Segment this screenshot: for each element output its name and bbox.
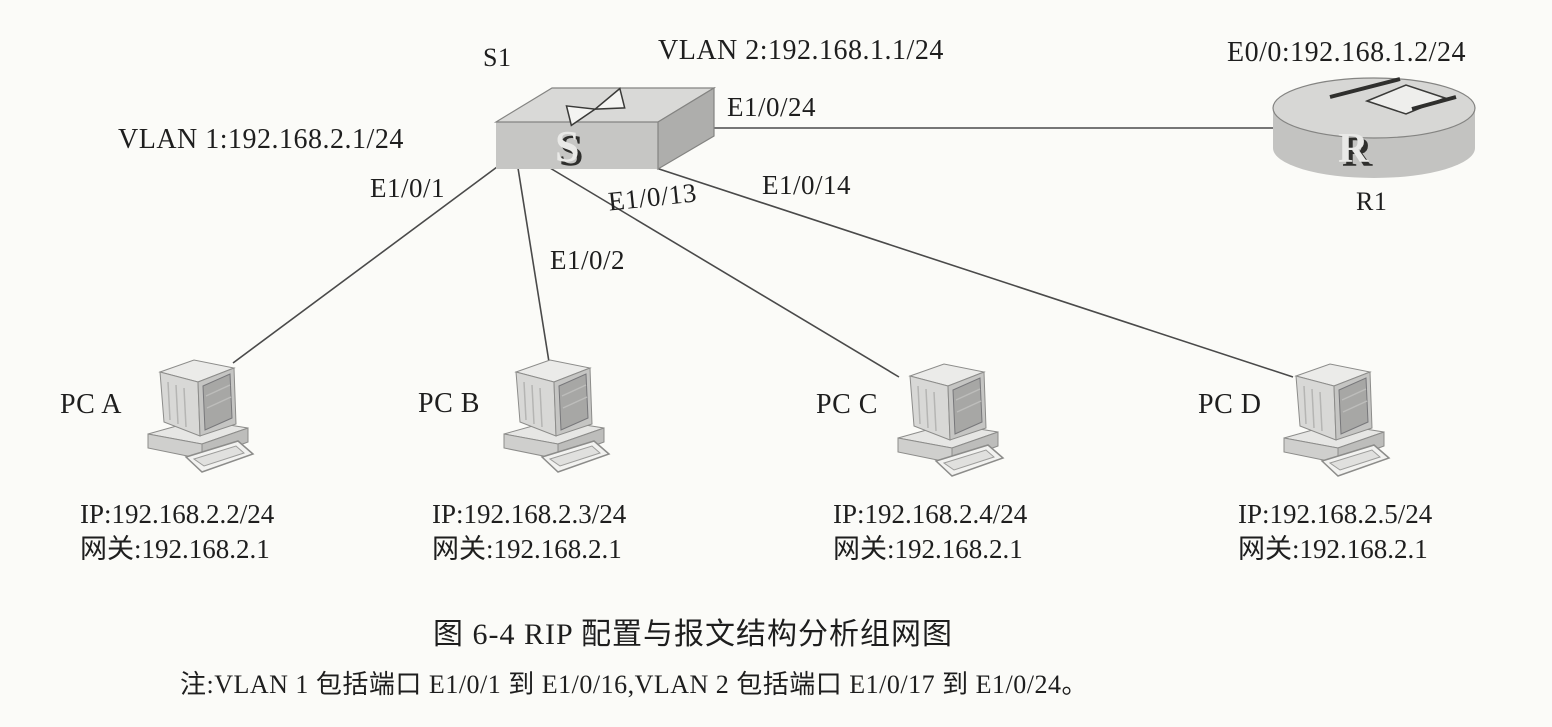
pc-b-name-label: PC B [418, 388, 480, 419]
pc-c-icon [897, 363, 1004, 477]
pc-d-name-label: PC D [1198, 389, 1262, 420]
pc-a-name-label: PC A [60, 389, 122, 420]
pc-a-address-block: IP:192.168.2.2/24 网关:192.168.2.1 [80, 497, 274, 567]
switch-logo-icon [565, 87, 626, 127]
port-label-e1-0-1: E1/0/1 [370, 173, 445, 203]
router-letter-shadow: R [1342, 130, 1373, 176]
pc-b-gateway-label: 网关:192.168.2.1 [432, 534, 622, 564]
pc-c-gateway-label: 网关:192.168.2.1 [833, 534, 1023, 564]
router-icon: R R [1272, 77, 1476, 178]
pc-d-address-block: IP:192.168.2.5/24 网关:192.168.2.1 [1238, 497, 1432, 567]
pc-a-icon [147, 359, 254, 473]
router-interface-label: E0/0:192.168.1.2/24 [1227, 37, 1466, 68]
switch-letter-shadow: S [559, 126, 583, 175]
router-letter: R [1338, 126, 1369, 172]
figure-note: 注:VLAN 1 包括端口 E1/0/1 到 E1/0/16,VLAN 2 包括… [180, 670, 1088, 699]
pc-d-ip-label: IP:192.168.2.5/24 [1238, 499, 1433, 529]
vlan1-label: VLAN 1:192.168.2.1/24 [118, 124, 404, 155]
link-s1-pc-b [517, 167, 550, 363]
vlan2-label: VLAN 2:192.168.1.1/24 [658, 35, 944, 66]
port-label-e1-0-2: E1/0/2 [550, 245, 625, 275]
port-label-e1-0-14: E1/0/14 [762, 170, 851, 200]
pc-d-icon [1283, 363, 1390, 477]
router-logo-icon [1329, 77, 1457, 115]
pc-a-ip-label: IP:192.168.2.2/24 [80, 499, 275, 529]
pc-c-ip-label: IP:192.168.2.4/24 [833, 499, 1028, 529]
router-name-label: R1 [1356, 187, 1388, 216]
pc-b-icon [503, 359, 610, 473]
pc-b-ip-label: IP:192.168.2.3/24 [432, 499, 627, 529]
pc-c-name-label: PC C [816, 389, 878, 420]
pc-c-address-block: IP:192.168.2.4/24 网关:192.168.2.1 [833, 497, 1027, 567]
link-s1-pc-d [655, 167, 1294, 378]
figure-caption: 图 6-4 RIP 配置与报文结构分析组网图 [433, 618, 954, 651]
pc-b-address-block: IP:192.168.2.3/24 网关:192.168.2.1 [432, 497, 626, 567]
pc-d-gateway-label: 网关:192.168.2.1 [1238, 534, 1428, 564]
link-s1-pc-a [232, 166, 498, 364]
switch-icon: S S [493, 86, 717, 175]
switch-letter: S [555, 122, 579, 171]
link-s1-pc-c [549, 167, 900, 378]
port-label-e1-0-24: E1/0/24 [727, 92, 816, 122]
connection-lines [232, 127, 1294, 378]
pc-a-gateway-label: 网关:192.168.2.1 [80, 534, 270, 564]
switch-name-label: S1 [483, 43, 512, 72]
